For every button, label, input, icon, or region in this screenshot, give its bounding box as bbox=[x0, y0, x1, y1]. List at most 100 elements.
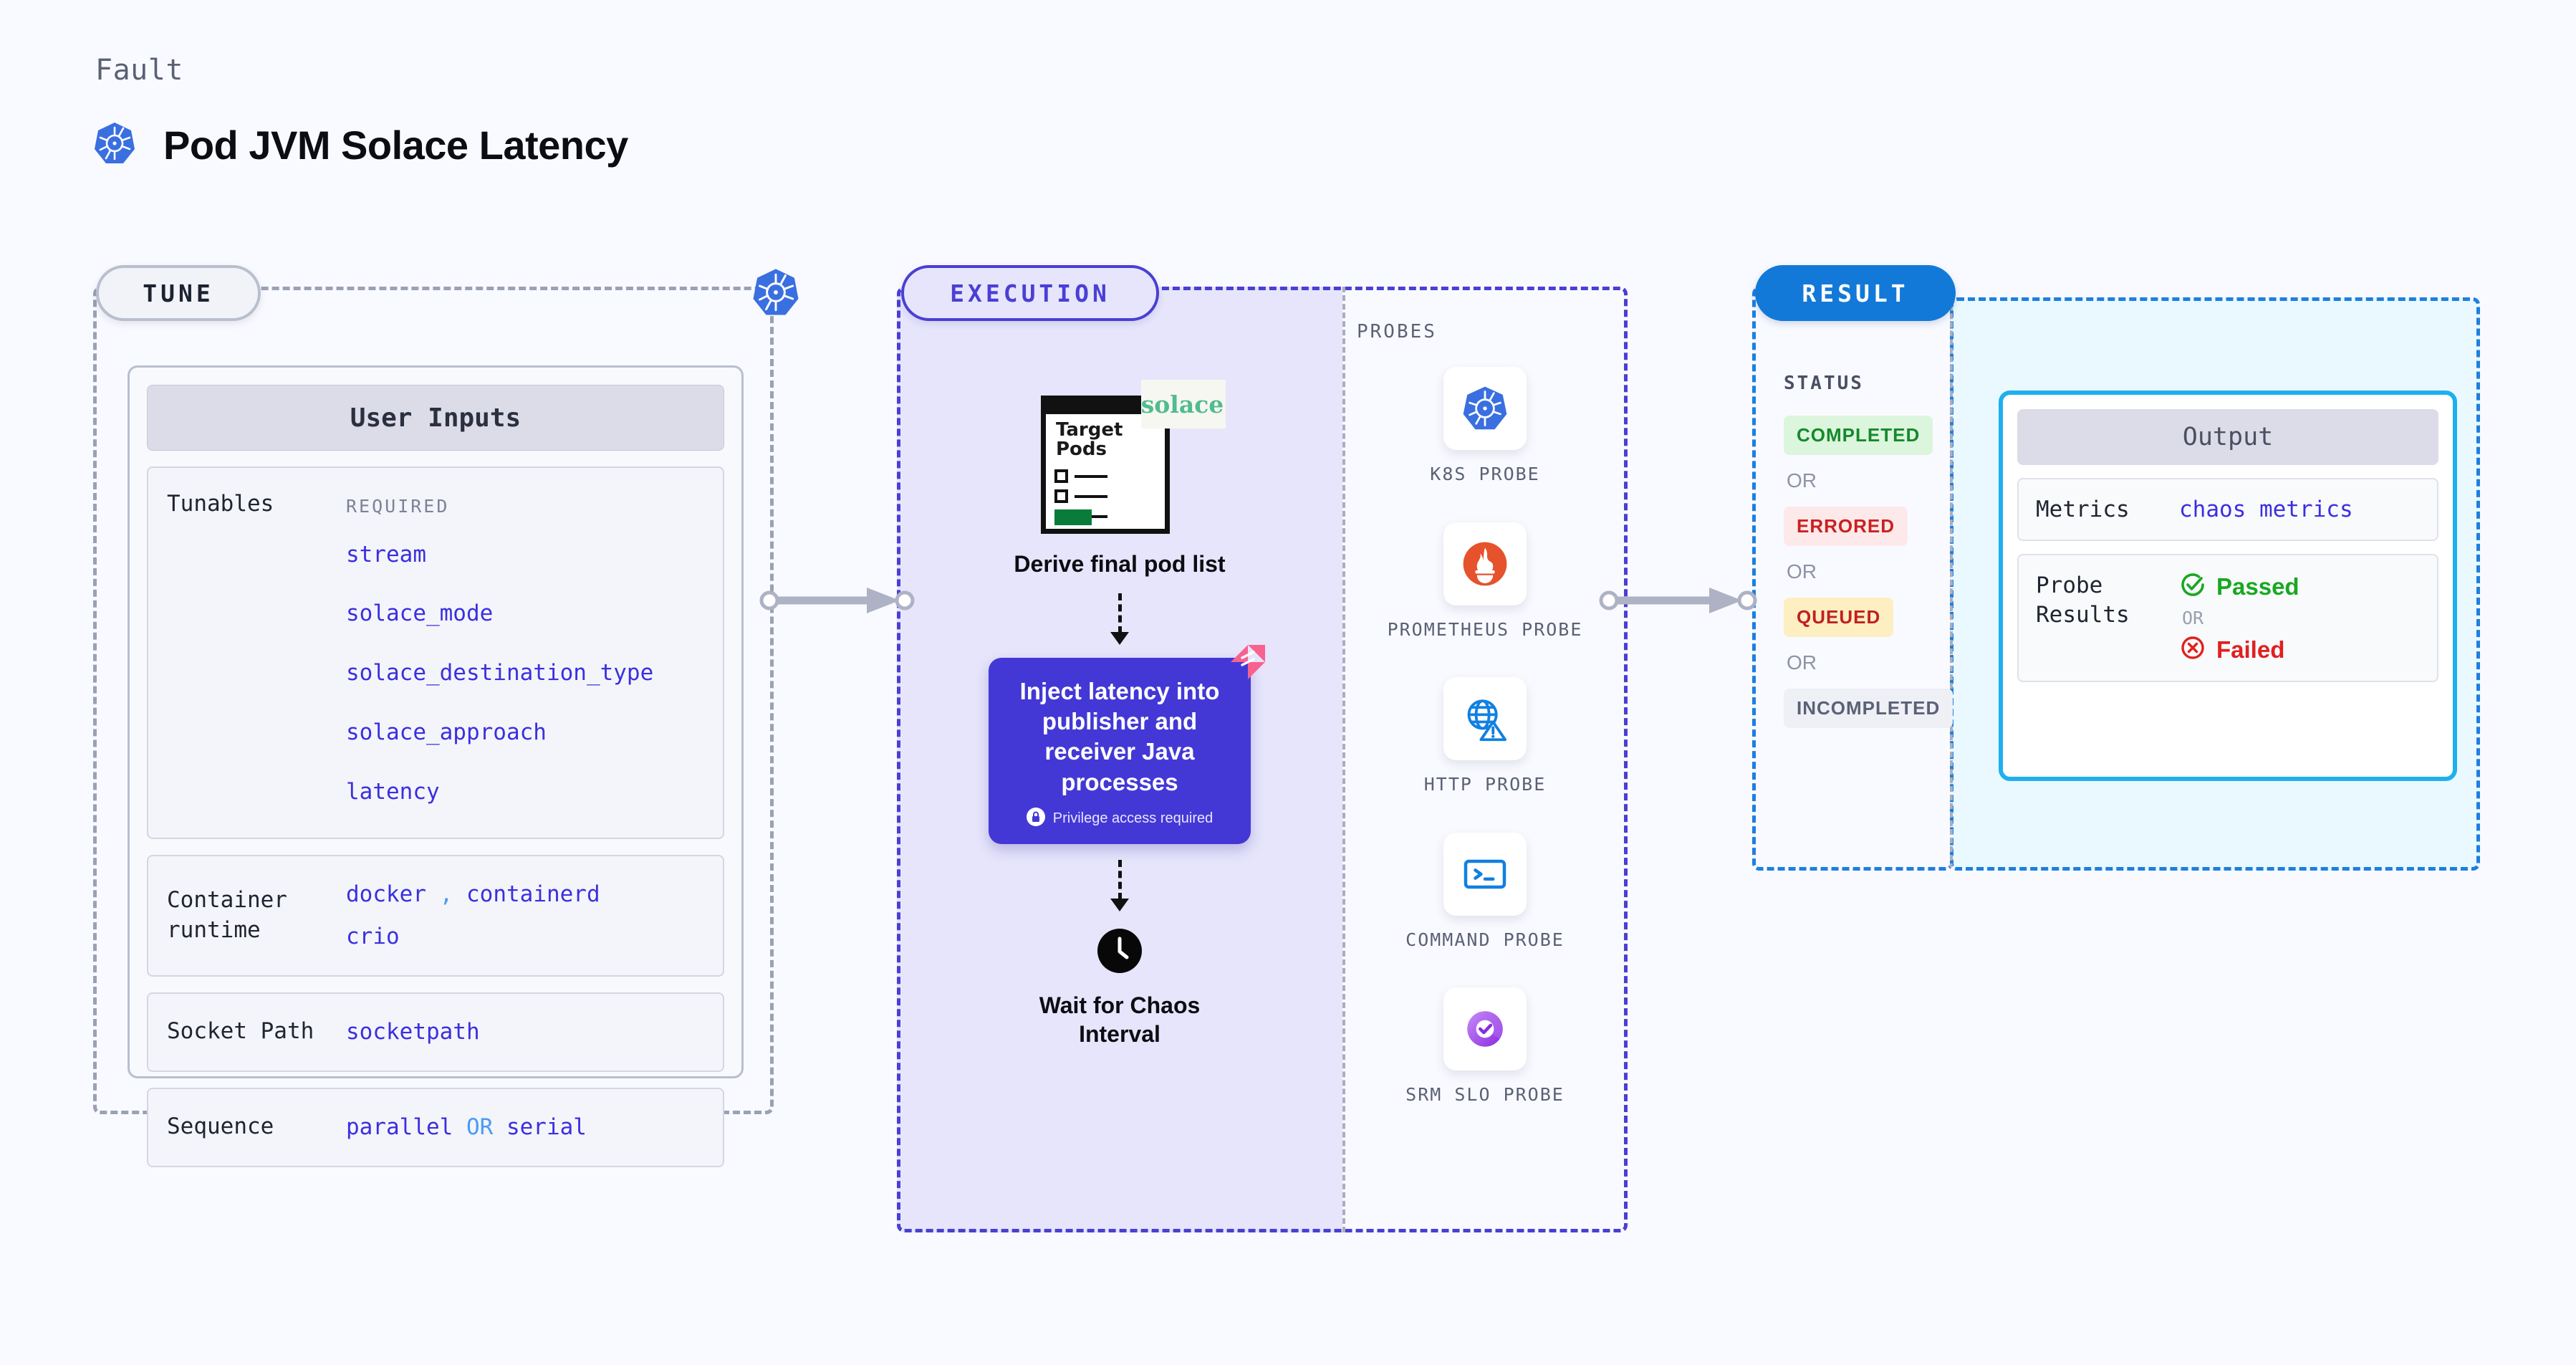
runtime-separator: , bbox=[439, 881, 453, 907]
status-list: COMPLETED OR ERRORED OR QUEUED OR INCOMP… bbox=[1784, 416, 1953, 728]
probes-title: PROBES bbox=[1357, 321, 1437, 343]
probe-label: K8S PROBE bbox=[1430, 464, 1540, 484]
table-row: Metrics chaos metrics bbox=[2017, 478, 2438, 542]
connector-execution-to-result bbox=[1599, 579, 1758, 622]
connector-tune-to-execution bbox=[759, 579, 915, 622]
probe-label: PROMETHEUS PROBE bbox=[1387, 618, 1583, 640]
globe-warning-icon bbox=[1443, 677, 1527, 760]
check-circle-icon bbox=[2179, 571, 2206, 602]
table-row: Socket Path socketpath bbox=[147, 992, 724, 1072]
lock-icon bbox=[1026, 807, 1045, 830]
wait-caption-line1: Wait for Chaos bbox=[1039, 992, 1201, 1018]
runtime-docker[interactable]: docker bbox=[346, 881, 426, 907]
tunable-solace-mode[interactable]: solace_mode bbox=[346, 600, 494, 627]
clock-icon bbox=[1096, 927, 1143, 978]
tunable-solace-approach[interactable]: solace_approach bbox=[346, 719, 547, 746]
status-badge-queued: QUEUED bbox=[1784, 598, 1894, 637]
row-label-sequence: Sequence bbox=[167, 1113, 274, 1140]
inject-latency-title: Inject latency into publisher and receiv… bbox=[1019, 678, 1220, 795]
document-checklist-icon: Target Pods solace bbox=[1041, 380, 1226, 534]
probe-label: COMMAND PROBE bbox=[1405, 929, 1565, 950]
derive-pod-list-caption: Derive final pod list bbox=[1014, 551, 1226, 577]
socket-path-value[interactable]: socketpath bbox=[346, 1018, 480, 1045]
kubernetes-icon bbox=[92, 120, 138, 170]
status-or-1: OR bbox=[1787, 469, 1817, 492]
srm-slo-donut-icon bbox=[1443, 987, 1527, 1071]
row-label-socket-path: Socket Path bbox=[167, 1018, 314, 1045]
metrics-label: Metrics bbox=[2036, 497, 2130, 522]
page-kicker: Fault bbox=[95, 54, 183, 87]
wait-chaos-caption: Wait for Chaos Interval bbox=[1039, 991, 1201, 1048]
table-row: Probe Results Passed OR bbox=[2017, 554, 2438, 683]
required-label: REQUIRED bbox=[346, 496, 450, 517]
probe-result-failed: Failed bbox=[2179, 634, 2299, 665]
metrics-value[interactable]: chaos metrics bbox=[2179, 497, 2353, 523]
flow-arrow-down bbox=[1110, 593, 1129, 645]
probe-http[interactable]: HTTP PROBE bbox=[1424, 677, 1547, 797]
page-title-row: Pod JVM Solace Latency bbox=[92, 120, 628, 170]
output-card-title: Output bbox=[2017, 409, 2438, 465]
probe-command[interactable]: COMMAND PROBE bbox=[1405, 832, 1565, 952]
sequence-values: parallel OR serial bbox=[346, 1106, 704, 1149]
tunable-stream[interactable]: stream bbox=[346, 541, 426, 567]
probe-results-or: OR bbox=[2182, 608, 2204, 629]
prometheus-icon bbox=[1443, 522, 1527, 605]
failed-label: Failed bbox=[2216, 636, 2285, 663]
stage-pill-tune[interactable]: TUNE bbox=[96, 265, 261, 321]
user-inputs-card: User Inputs Tunables REQUIRED stream sol… bbox=[128, 365, 744, 1167]
solace-logo-icon: solace bbox=[1141, 380, 1226, 428]
wait-chaos-interval-step: Wait for Chaos Interval bbox=[1039, 927, 1201, 1048]
passed-label: Passed bbox=[2216, 573, 2299, 600]
probe-prometheus[interactable]: PROMETHEUS PROBE bbox=[1388, 522, 1583, 642]
flow-arrow-down-2 bbox=[1110, 859, 1129, 911]
privilege-note: Privilege access required bbox=[1026, 807, 1213, 830]
execution-flow: Target Pods solace Derive final pod list bbox=[897, 330, 1342, 1048]
sequence-parallel[interactable]: parallel bbox=[346, 1113, 453, 1140]
probes-divider bbox=[1342, 287, 1345, 1232]
runtime-containerd[interactable]: containerd bbox=[466, 881, 600, 907]
probe-k8s[interactable]: K8S PROBE bbox=[1430, 367, 1539, 487]
execution-panel bbox=[897, 287, 1628, 1232]
status-badge-completed: COMPLETED bbox=[1784, 416, 1933, 455]
status-or-2: OR bbox=[1787, 560, 1817, 583]
table-row: Tunables REQUIRED stream solace_mode sol… bbox=[147, 466, 724, 839]
table-row: Container runtime docker , containerd cr… bbox=[147, 854, 724, 977]
status-badge-errored: ERRORED bbox=[1784, 507, 1908, 546]
stage-pill-result[interactable]: RESULT bbox=[1755, 265, 1956, 321]
container-runtime-values: docker , containerd crio bbox=[346, 873, 704, 958]
probe-results-label: Probe Results bbox=[2036, 573, 2130, 628]
row-label-container-runtime: Container runtime bbox=[167, 887, 287, 943]
row-label-tunables: Tunables bbox=[167, 491, 274, 517]
doc-title-line1: Target bbox=[1056, 419, 1123, 441]
sparkle-icon bbox=[1229, 643, 1267, 681]
probe-result-passed: Passed bbox=[2179, 571, 2299, 602]
page-title: Pod JVM Solace Latency bbox=[163, 123, 628, 168]
output-card: Output Metrics chaos metrics Probe Resul… bbox=[1999, 391, 2457, 781]
inject-latency-step[interactable]: Inject latency into publisher and receiv… bbox=[989, 645, 1265, 844]
sequence-separator: OR bbox=[466, 1113, 494, 1140]
probes-list: K8S PROBE PROMETHEUS PROBE bbox=[1342, 367, 1628, 1107]
terminal-icon bbox=[1443, 832, 1527, 916]
wait-caption-line2: Interval bbox=[1079, 1020, 1160, 1047]
table-row: Sequence parallel OR serial bbox=[147, 1087, 724, 1167]
kubernetes-icon bbox=[1443, 367, 1527, 450]
solace-wordmark: solace bbox=[1140, 390, 1224, 418]
probe-label: SRM SLO PROBE bbox=[1405, 1084, 1565, 1105]
probe-srm-slo[interactable]: SRM SLO PROBE bbox=[1405, 987, 1565, 1107]
runtime-crio[interactable]: crio bbox=[346, 923, 400, 949]
tunable-latency[interactable]: latency bbox=[346, 779, 440, 805]
tunables-values: REQUIRED stream solace_mode solace_desti… bbox=[346, 489, 704, 813]
x-circle-icon bbox=[2179, 634, 2206, 665]
stage-pill-execution[interactable]: EXECUTION bbox=[901, 265, 1159, 321]
status-or-3: OR bbox=[1787, 651, 1817, 674]
privilege-note-text: Privilege access required bbox=[1052, 810, 1213, 826]
sequence-serial[interactable]: serial bbox=[506, 1113, 587, 1140]
status-badge-incompleted: INCOMPLETED bbox=[1784, 689, 1953, 728]
probe-results-values: Passed OR Failed bbox=[2179, 571, 2299, 665]
tunable-solace-destination-type[interactable]: solace_destination_type bbox=[346, 660, 654, 686]
user-inputs-title: User Inputs bbox=[147, 385, 724, 451]
doc-title-line2: Pods bbox=[1056, 439, 1107, 461]
probe-label: HTTP PROBE bbox=[1423, 774, 1547, 795]
kubernetes-badge-icon bbox=[750, 267, 802, 318]
